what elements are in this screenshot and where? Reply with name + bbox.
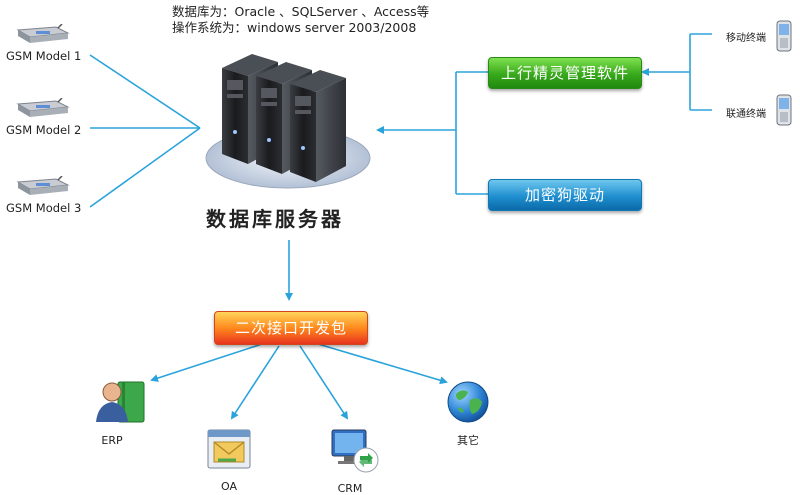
database-server-icon bbox=[205, 54, 371, 189]
gsm-modem-icon bbox=[16, 98, 70, 117]
mobile-phone-icon bbox=[776, 94, 792, 126]
dev-kit-button[interactable]: 二次接口开发包 bbox=[214, 311, 368, 345]
gsm-modem-1: GSM Model 1 bbox=[6, 24, 82, 70]
app-erp-label: ERP bbox=[101, 434, 123, 447]
app-oa-label: OA bbox=[221, 480, 237, 493]
gsm-modem-icon bbox=[16, 176, 70, 195]
app-other-label: 其它 bbox=[457, 434, 479, 447]
mobile-terminal: 移动终端 bbox=[714, 20, 800, 54]
devkit-to-erp bbox=[150, 343, 263, 382]
unicom-terminal-label: 联通终端 bbox=[726, 109, 766, 120]
mobile-phone-icon bbox=[776, 20, 792, 52]
gsm-modem-icon bbox=[16, 24, 70, 43]
os-note: 操作系统为：windows server 2003/2008 bbox=[172, 20, 417, 35]
gsm-modem-3-label: GSM Model 3 bbox=[6, 201, 82, 215]
server-title: 数据库服务器 bbox=[206, 207, 344, 231]
modem3-link bbox=[89, 127, 201, 208]
app-other[interactable]: 其它 bbox=[444, 380, 494, 450]
manager-software-button[interactable]: 上行精灵管理软件 bbox=[488, 57, 642, 89]
devkit-to-oa bbox=[230, 345, 280, 420]
mobile-terminal-label: 移动终端 bbox=[726, 33, 766, 44]
app-crm-label: CRM bbox=[337, 482, 363, 495]
modem1-link bbox=[89, 54, 201, 129]
unicom-terminal: 联通终端 bbox=[714, 94, 800, 128]
dongle-driver-button[interactable]: 加密狗驱动 bbox=[488, 179, 642, 211]
devkit-to-other bbox=[317, 343, 448, 385]
app-crm[interactable]: CRM bbox=[328, 426, 384, 495]
gsm-modem-2: GSM Model 2 bbox=[6, 98, 82, 144]
crm-remote-desktop-icon bbox=[331, 429, 379, 473]
gsm-modem-3: GSM Model 3 bbox=[6, 176, 82, 222]
gsm-modem-1-label: GSM Model 1 bbox=[6, 49, 82, 63]
gsm-modem-2-label: GSM Model 2 bbox=[6, 123, 82, 137]
database-note: 数据库为：Oracle 、SQLServer 、Access等 bbox=[172, 4, 430, 19]
oa-mail-window-icon bbox=[207, 429, 251, 469]
globe-icon bbox=[447, 381, 489, 423]
erp-user-book-icon bbox=[96, 381, 145, 423]
app-erp[interactable]: ERP bbox=[92, 378, 152, 448]
devkit-to-crm bbox=[299, 345, 349, 420]
app-oa[interactable]: OA bbox=[204, 426, 256, 493]
